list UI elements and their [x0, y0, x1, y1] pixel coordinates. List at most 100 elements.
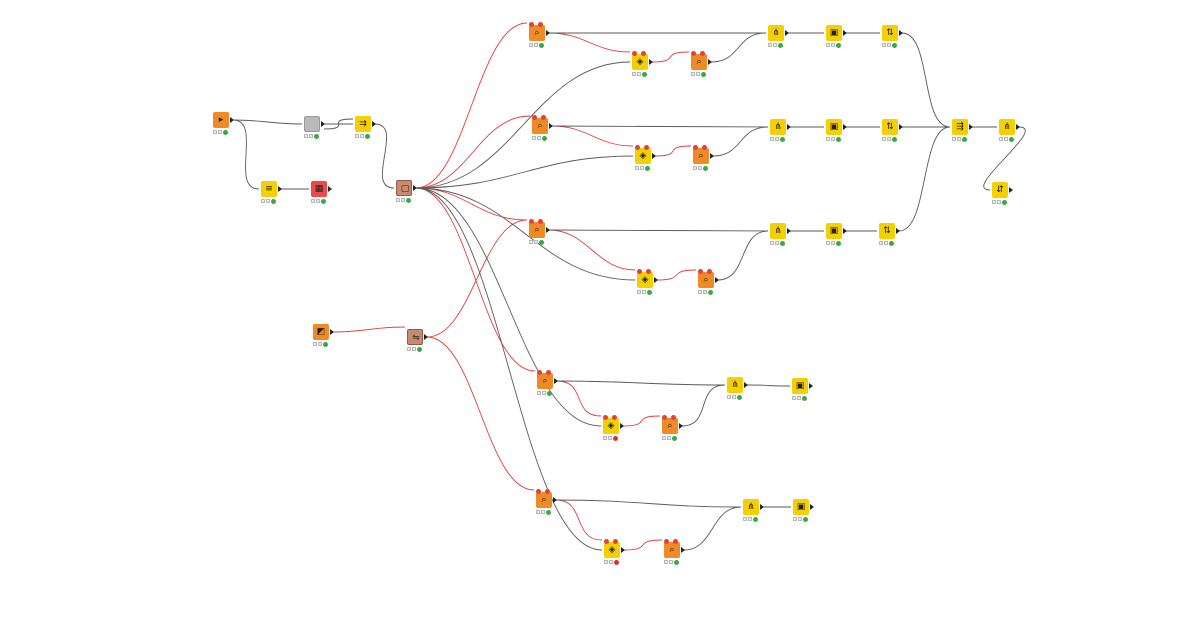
db-input-port[interactable] [538, 219, 543, 224]
output-port[interactable] [1016, 124, 1020, 130]
db-connection[interactable] [426, 336, 535, 491]
data-connection[interactable] [898, 126, 951, 232]
node-r4a[interactable]: ⌕ [537, 373, 553, 389]
data-connection[interactable] [323, 118, 354, 130]
output-port[interactable] [328, 186, 332, 192]
data-connection[interactable] [415, 187, 602, 427]
db-connection[interactable] [623, 539, 663, 551]
node-n4[interactable]: ≡ [261, 181, 277, 197]
node-r3c[interactable]: ⌕ [698, 272, 714, 288]
node-n6[interactable]: ▢ [396, 180, 412, 196]
db-connection[interactable] [654, 145, 692, 157]
data-connection[interactable] [901, 32, 951, 128]
node-r2e[interactable]: ▣ [826, 119, 842, 135]
db-input-port[interactable] [613, 539, 618, 544]
data-connection[interactable] [983, 126, 1026, 191]
db-input-port[interactable] [662, 415, 667, 420]
output-port[interactable] [899, 124, 903, 130]
data-connection[interactable] [415, 187, 603, 551]
db-input-port[interactable] [604, 539, 609, 544]
output-port[interactable] [760, 504, 764, 510]
db-connection[interactable] [651, 51, 690, 63]
node-r5a[interactable]: ⌕ [536, 492, 552, 508]
db-input-port[interactable] [635, 145, 640, 150]
db-input-port[interactable] [691, 51, 696, 56]
db-input-port[interactable] [541, 115, 546, 120]
output-port[interactable] [330, 329, 334, 335]
data-connection[interactable] [551, 125, 769, 128]
db-input-port[interactable] [707, 269, 712, 274]
node-c1[interactable]: ⇶ [952, 119, 968, 135]
data-connection[interactable] [555, 499, 742, 508]
output-port[interactable] [681, 547, 685, 553]
data-connection[interactable] [717, 230, 769, 281]
data-connection[interactable] [556, 380, 726, 386]
node-r4c[interactable]: ⌕ [662, 418, 678, 434]
output-port[interactable] [843, 228, 847, 234]
output-port[interactable] [553, 497, 557, 503]
node-r2d[interactable]: ⋔ [770, 119, 786, 135]
db-input-port[interactable] [671, 415, 676, 420]
output-port[interactable] [744, 382, 748, 388]
db-input-port[interactable] [693, 145, 698, 150]
db-input-port[interactable] [664, 539, 669, 544]
node-r4e[interactable]: ▣ [792, 378, 808, 394]
data-connection[interactable] [548, 229, 769, 232]
db-input-port[interactable] [637, 269, 642, 274]
output-port[interactable] [546, 227, 550, 233]
db-input-port[interactable] [673, 539, 678, 544]
data-connection[interactable] [712, 126, 769, 157]
db-input-port[interactable] [603, 415, 608, 420]
data-connection[interactable] [683, 506, 742, 551]
data-connection[interactable] [746, 384, 791, 387]
node-r2b[interactable]: ◈ [635, 148, 651, 164]
db-input-port[interactable] [529, 219, 534, 224]
output-port[interactable] [810, 504, 814, 510]
db-connection[interactable] [548, 229, 636, 271]
db-connection[interactable] [332, 326, 406, 333]
output-port[interactable] [809, 383, 813, 389]
output-port[interactable] [321, 121, 325, 127]
db-input-port[interactable] [632, 51, 637, 56]
output-port[interactable] [843, 30, 847, 36]
output-port[interactable] [554, 378, 558, 384]
output-port[interactable] [649, 59, 653, 65]
db-connection[interactable] [426, 219, 528, 338]
data-connection[interactable] [374, 123, 395, 189]
output-port[interactable] [372, 121, 376, 127]
output-port[interactable] [424, 334, 428, 340]
node-n3[interactable]: ⇉ [355, 116, 371, 132]
node-c3[interactable]: ⇵ [992, 182, 1008, 198]
db-input-port[interactable] [700, 51, 705, 56]
node-r3e[interactable]: ▣ [826, 223, 842, 239]
output-port[interactable] [549, 123, 553, 129]
db-connection[interactable] [556, 380, 602, 417]
output-port[interactable] [899, 30, 903, 36]
node-n5[interactable]: ▦ [311, 181, 327, 197]
output-port[interactable] [710, 153, 714, 159]
output-port[interactable] [715, 277, 719, 283]
node-r1d[interactable]: ⋔ [768, 25, 784, 41]
db-connection[interactable] [656, 269, 697, 281]
node-r2f[interactable]: ⇅ [882, 119, 898, 135]
db-connection[interactable] [415, 22, 528, 189]
node-r3d[interactable]: ⋔ [770, 223, 786, 239]
output-port[interactable] [230, 117, 234, 123]
node-n1[interactable]: ▸ [213, 112, 229, 128]
output-port[interactable] [785, 30, 789, 36]
node-n7[interactable]: ◩ [313, 324, 329, 340]
output-port[interactable] [652, 153, 656, 159]
output-port[interactable] [679, 423, 683, 429]
node-r1b[interactable]: ◈ [632, 54, 648, 70]
output-port[interactable] [413, 185, 417, 191]
node-r1e[interactable]: ▣ [826, 25, 842, 41]
node-r5d[interactable]: ⋔ [743, 499, 759, 515]
db-input-port[interactable] [536, 489, 541, 494]
data-connection[interactable] [415, 155, 634, 189]
node-c2[interactable]: ⋔ [999, 119, 1015, 135]
db-input-port[interactable] [612, 415, 617, 420]
output-port[interactable] [278, 186, 282, 192]
data-connection[interactable] [232, 119, 303, 125]
output-port[interactable] [546, 30, 550, 36]
node-r3a[interactable]: ⌕ [529, 222, 545, 238]
